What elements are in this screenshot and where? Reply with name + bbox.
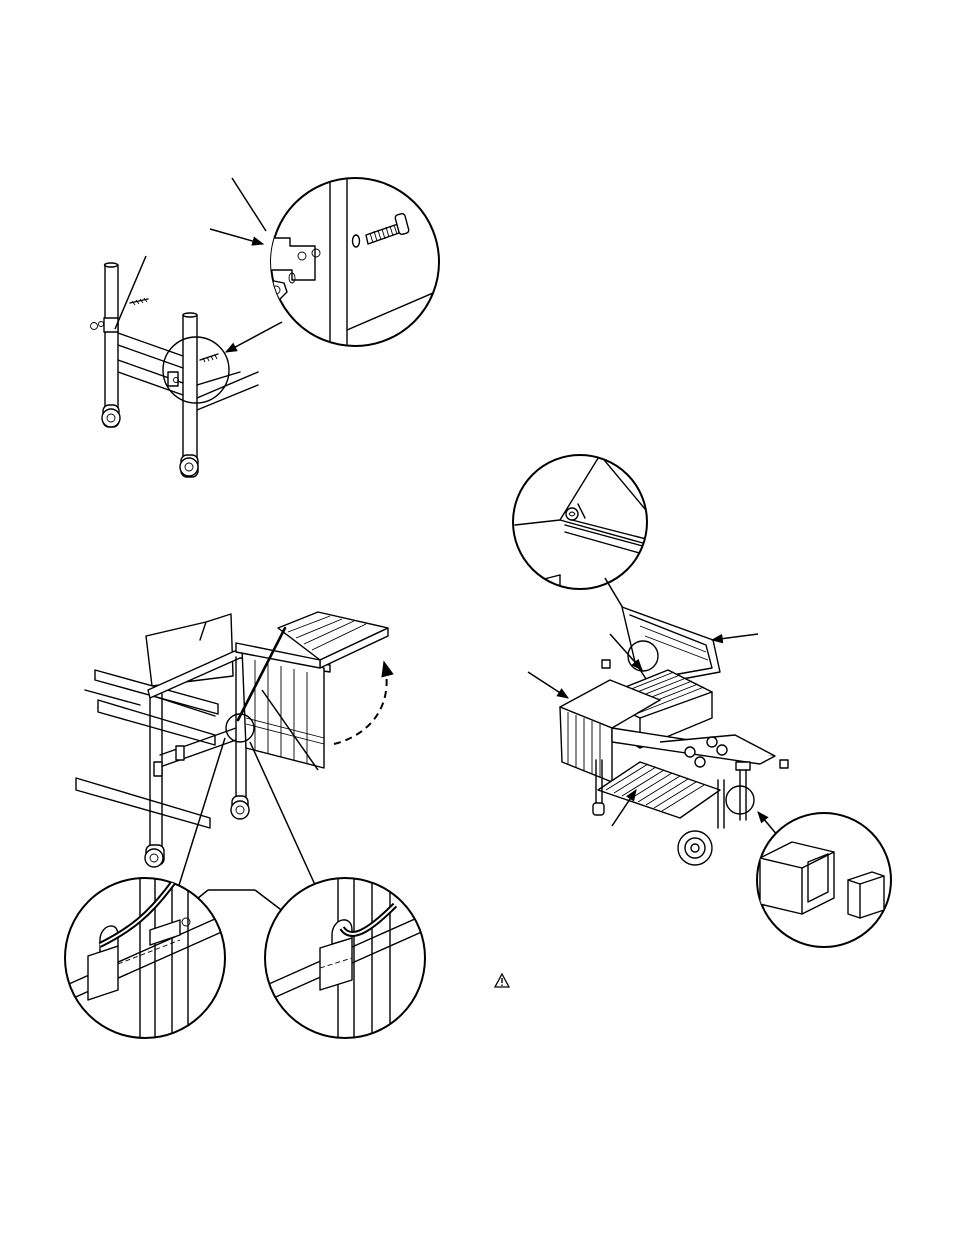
grill-body <box>560 607 788 865</box>
figure-complete-grill <box>495 455 891 987</box>
hinge-leader <box>232 178 266 231</box>
lid-detail <box>513 455 650 592</box>
hinge-detail-engaged <box>60 870 235 1050</box>
end-cap-detail <box>757 813 891 947</box>
left-bracket <box>91 298 149 332</box>
rotation-arrow <box>334 662 387 744</box>
frame-bolt-detail <box>266 170 440 350</box>
handle-leader <box>712 634 758 640</box>
frame-rails-lower <box>76 670 218 828</box>
cap-leader <box>758 812 778 836</box>
figure-side-table <box>60 612 435 1050</box>
frame-detail-leader <box>226 322 282 352</box>
frame-detail-callout <box>163 337 229 403</box>
worksurface-leader <box>528 672 568 698</box>
hinge-detail-inserted <box>260 870 435 1050</box>
figure-frame-assembly <box>91 170 441 477</box>
warning-triangle-icon <box>495 974 509 987</box>
frame-rails <box>118 333 258 410</box>
bracket-leader <box>210 229 263 244</box>
bolt-leader <box>115 256 146 329</box>
